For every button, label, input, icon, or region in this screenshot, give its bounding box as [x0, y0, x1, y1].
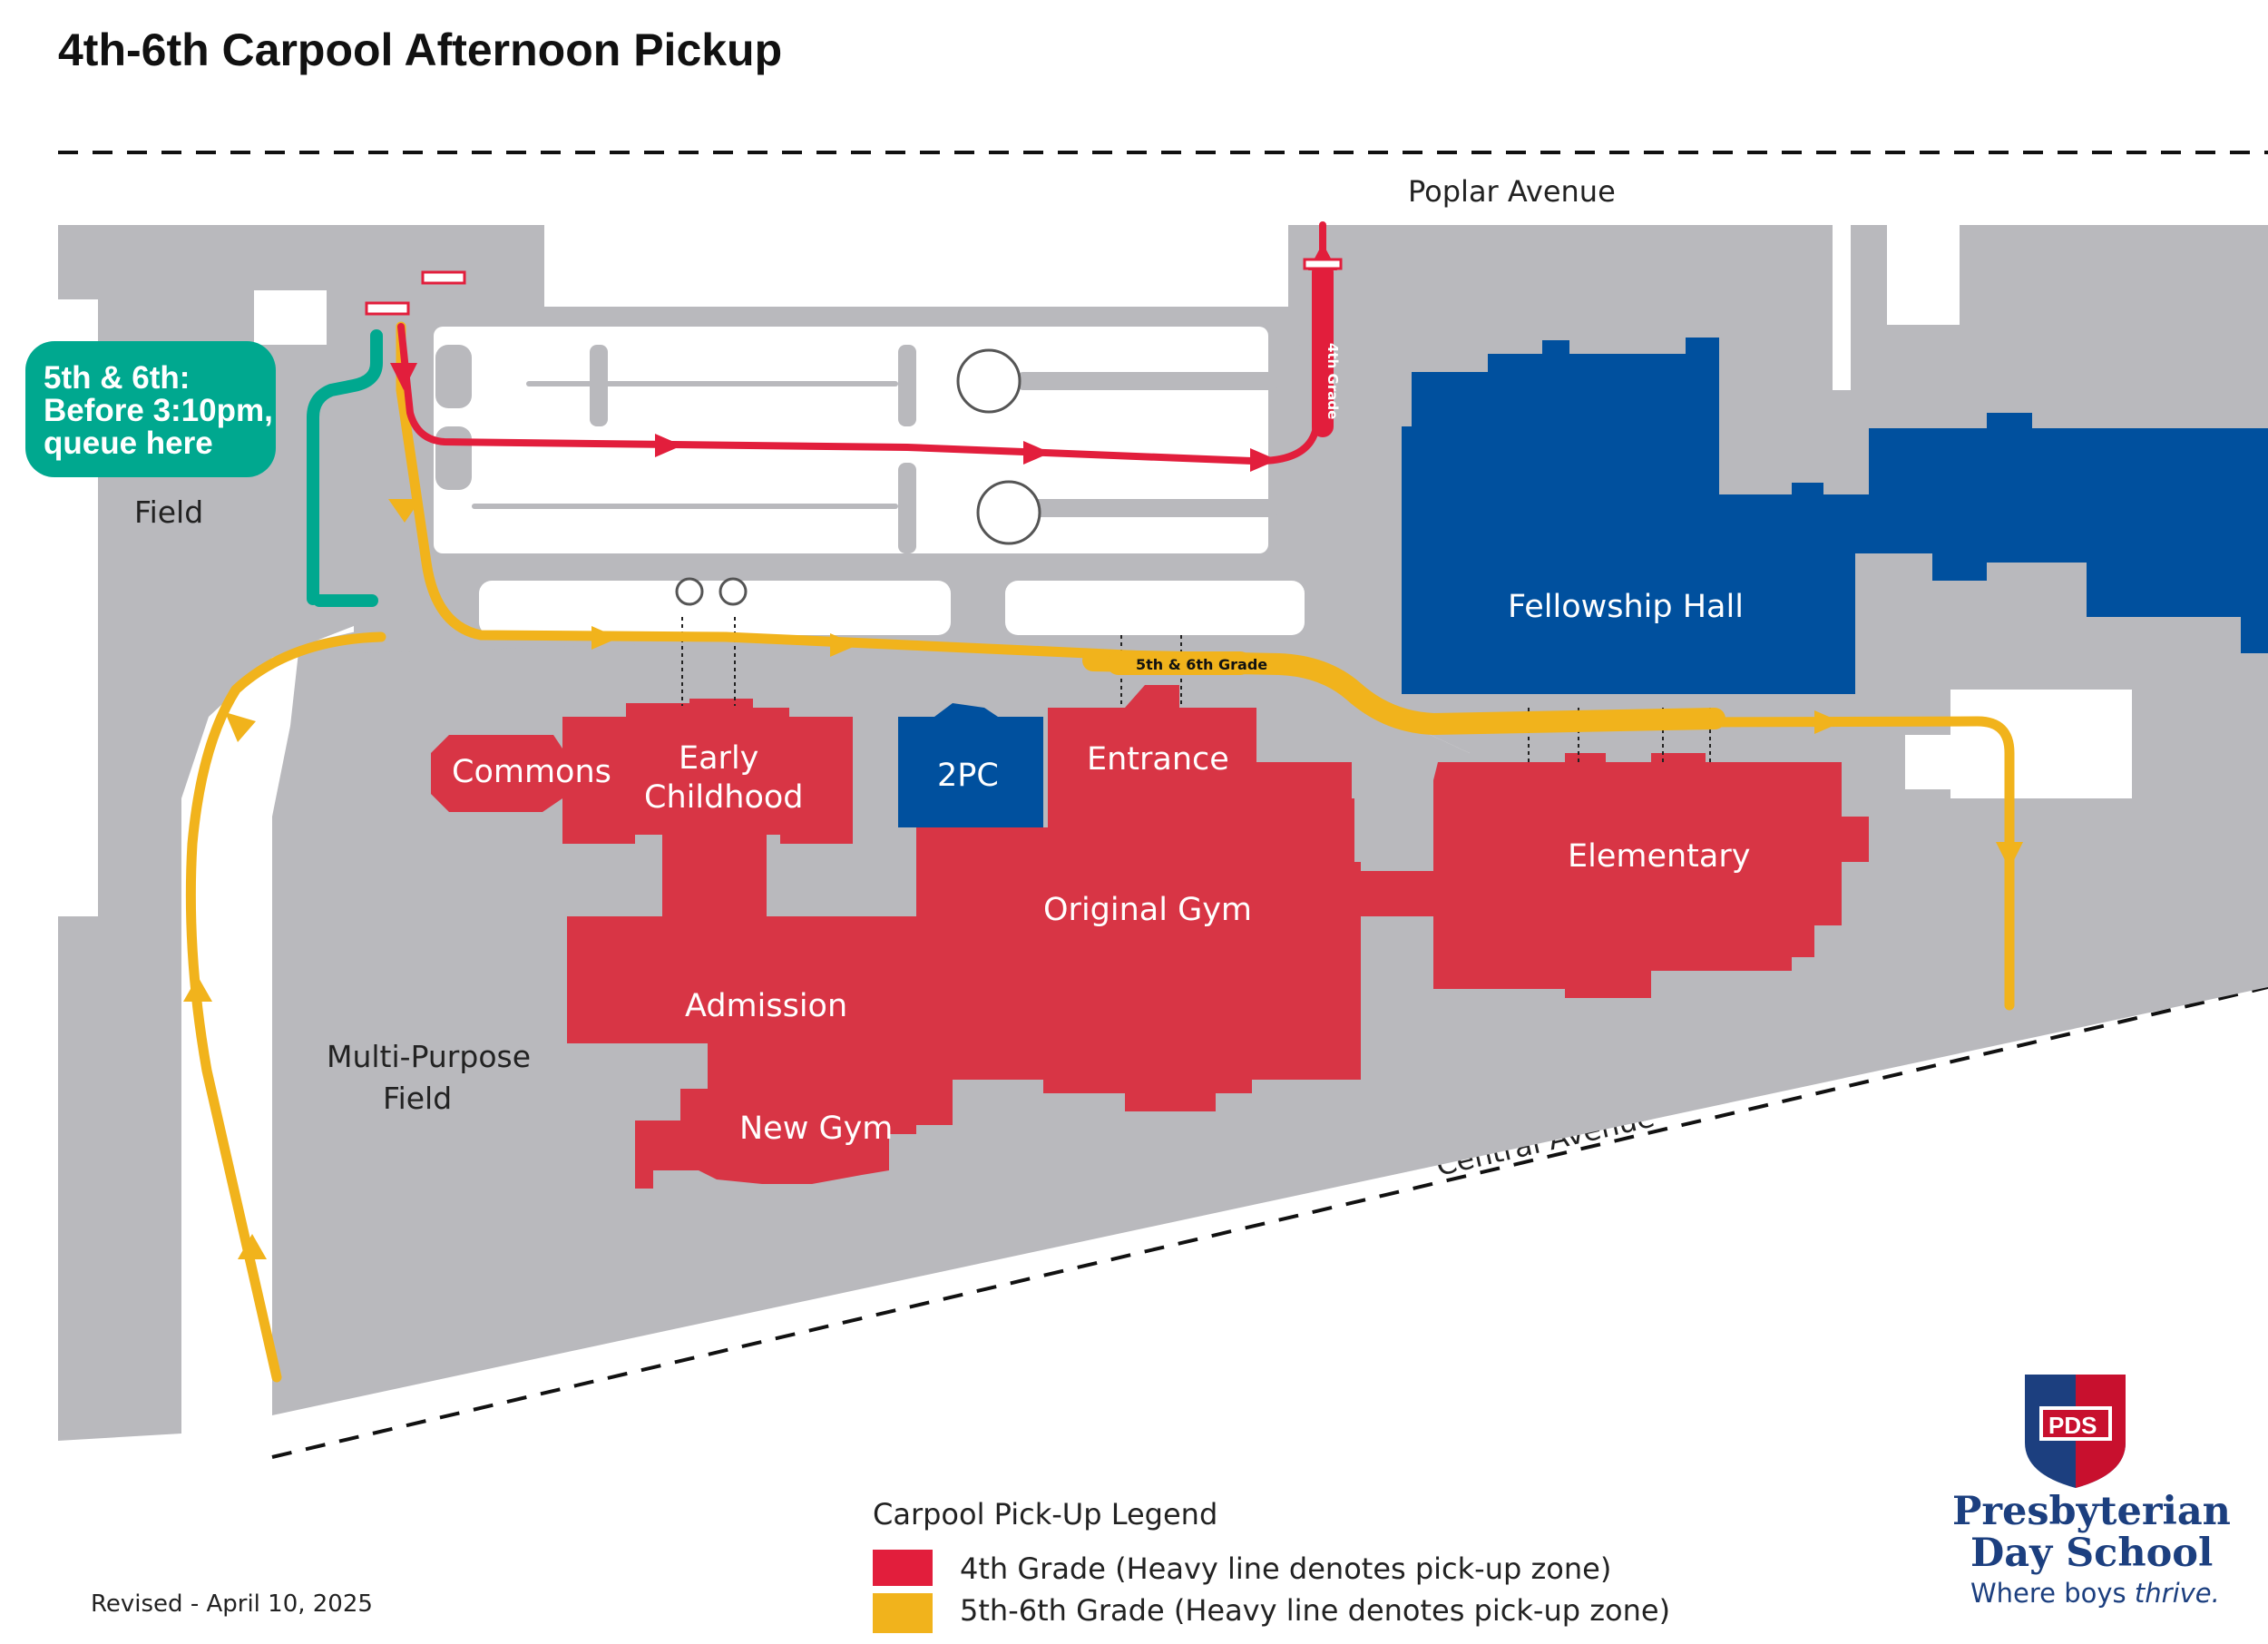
school-buildings	[431, 685, 1869, 1189]
east-pad-2	[1905, 735, 1960, 789]
building-early-childhood	[562, 699, 853, 844]
arrow-icon	[238, 1234, 267, 1259]
building-entrance	[835, 685, 1361, 1125]
arrow-icon	[183, 976, 212, 1002]
logo-name-line1: Presbyterian	[1952, 1489, 2231, 1534]
tree-icons	[675, 348, 1041, 606]
logo-badge-box	[2039, 1406, 2112, 1441]
legend-title: Carpool Pick-Up Legend	[873, 1497, 1217, 1531]
building-label-early-1: Early	[679, 740, 758, 777]
arrow-icon	[390, 363, 417, 390]
west-lot-pad	[254, 290, 327, 345]
building-label-original-gym: Original Gym	[1043, 892, 1252, 928]
building-label-commons: Commons	[452, 754, 611, 790]
street-label-poplar: Poplar Avenue	[1408, 174, 1616, 209]
building-label-entrance: Entrance	[1087, 741, 1229, 778]
building-label-admission: Admission	[685, 988, 847, 1024]
arrow-icon	[1250, 448, 1277, 472]
callout-line-3: queue here	[44, 426, 213, 461]
building-label-early-2: Childhood	[644, 779, 804, 816]
tree-icon	[956, 348, 1022, 414]
callout-box	[25, 341, 276, 477]
gate-icon	[421, 270, 466, 285]
route-5th-6th-heavy	[1082, 650, 1725, 735]
legend-swatch-5th-6th	[873, 1593, 933, 1633]
tree-icon	[719, 577, 748, 606]
callout-line-2: Before 3:10pm,	[44, 393, 273, 428]
legend-label-4th: 4th Grade (Heavy line denotes pick-up zo…	[960, 1551, 1611, 1586]
gate-icons	[365, 258, 1343, 316]
route-label-4th: 4th Grade	[1325, 343, 1341, 419]
building-label-2pc: 2PC	[937, 758, 999, 794]
field-label-multipurpose-2: Field	[383, 1081, 452, 1116]
building-fellowship-hall	[1402, 338, 2268, 694]
parking-lot-strip	[479, 581, 951, 635]
building-label-fellowship-hall: Fellowship Hall	[1508, 589, 1744, 625]
parking-lot-top	[544, 225, 1288, 307]
tree-icon	[976, 480, 1041, 545]
legend-swatch-4th	[873, 1550, 933, 1586]
arrow-icon	[225, 712, 256, 742]
gate-icon	[1303, 258, 1343, 270]
building-label-elementary: Elementary	[1568, 838, 1750, 875]
ne-pad	[1887, 225, 1960, 325]
queue-callout: 5th & 6th: Before 3:10pm, queue here	[25, 341, 276, 477]
parking-lot-strip-2	[1005, 581, 1305, 635]
queue-route-green	[307, 329, 383, 605]
legend-label-5th-6th: 5th-6th Grade (Heavy line denotes pick-u…	[960, 1593, 1670, 1628]
arrow-icon	[655, 434, 682, 457]
gate-icon	[365, 301, 410, 316]
revised-date: Revised - April 10, 2025	[91, 1590, 373, 1618]
building-commons	[431, 735, 562, 812]
arrow-icon	[830, 633, 857, 657]
west-field-ground	[58, 225, 354, 1441]
logo-name-line2: Day School	[1970, 1531, 2213, 1576]
building-admission	[567, 835, 953, 1134]
logo-badge-text: PDS	[2048, 1412, 2097, 1439]
east-pad	[1950, 690, 2132, 798]
ne-divider	[1833, 225, 1851, 390]
building-2pc-base	[898, 703, 1043, 827]
route-label-5th-6th: 5th & 6th Grade	[1136, 656, 1267, 673]
route-label-pill-5th-6th	[1107, 651, 1252, 675]
arrow-icon	[591, 626, 619, 650]
building-new-gym	[635, 1089, 953, 1189]
arrow-icon	[388, 499, 421, 523]
field-label-multipurpose-1: Multi-Purpose	[327, 1039, 531, 1074]
field-label-west: Field	[134, 494, 203, 530]
arrow-icon	[1996, 842, 2023, 869]
building-label-new-gym: New Gym	[739, 1111, 893, 1147]
arrow-icon	[1023, 441, 1051, 465]
route-5th-6th-arrows	[183, 499, 2023, 1259]
central-avenue-line	[271, 985, 2268, 1459]
parking-dividers	[435, 345, 1306, 553]
map-title: 4th-6th Carpool Afternoon Pickup	[58, 24, 782, 75]
logo-tagline: Where boys thrive.	[1970, 1578, 2220, 1609]
callout-line-1: 5th & 6th:	[44, 360, 190, 396]
tree-icon	[675, 577, 704, 606]
arrow-icon	[1814, 710, 1842, 734]
building-elementary	[1433, 753, 1869, 998]
pds-logo: PDS Presbyterian Day School Where boys t…	[1952, 1375, 2231, 1609]
